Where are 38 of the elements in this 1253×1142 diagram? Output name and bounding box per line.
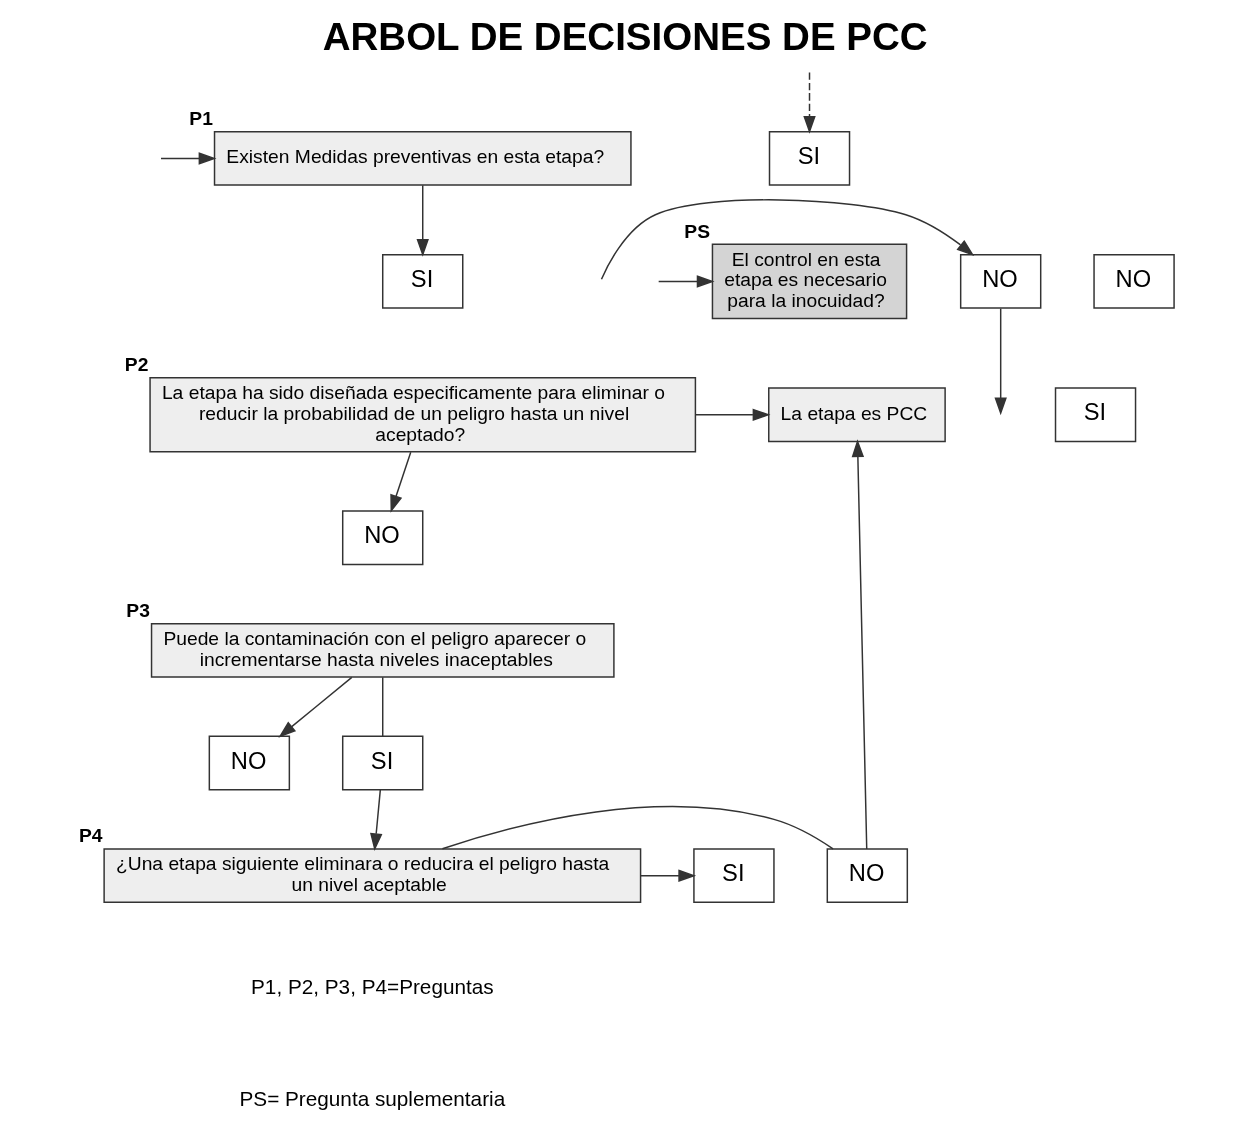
- node-box: SI: [693, 848, 775, 904]
- arrow: [416, 184, 429, 257]
- arrow: [695, 408, 771, 421]
- node-box: NO: [959, 254, 1042, 309]
- node-label: P2: [124, 353, 149, 375]
- diagram-title: ARBOL DE DECISIONES DE PCC: [322, 14, 928, 58]
- connector: [441, 806, 834, 850]
- arrow: [600, 199, 975, 280]
- node-box: SI: [1054, 387, 1137, 443]
- arrow: [278, 676, 353, 738]
- node-box: La etapa es PCC: [768, 387, 946, 443]
- connector: [382, 676, 384, 737]
- node-box: NO: [341, 510, 424, 566]
- node-box: El control en esta etapa es necesario para la inocuidad?: [711, 243, 908, 320]
- label: PS= Pregunta suplementaria: [239, 1087, 506, 1111]
- node-box: ¿Una etapa siguiente eliminara o reducira el peligro hasta un nivel aceptable: [103, 848, 642, 904]
- arrow: [657, 275, 715, 288]
- node-box: SI: [341, 735, 424, 791]
- node-label: PS: [684, 220, 710, 242]
- arrow: [851, 439, 868, 850]
- arrow: [803, 71, 816, 134]
- node-box: SI: [768, 131, 851, 186]
- node-box: La etapa ha sido diseñada especificamente para eliminar o reducir la probabilidad de un peligro hasta un nivel aceptado?: [149, 377, 697, 453]
- node-box: NO: [208, 735, 291, 791]
- arrow: [994, 307, 1007, 416]
- arrow: [390, 451, 412, 513]
- node-box: Existen Medidas preventivas en esta etapa?: [213, 131, 632, 186]
- node-box: NO: [826, 848, 909, 904]
- node-box: SI: [382, 254, 464, 309]
- node-label: P1: [189, 107, 213, 129]
- node-box: NO: [1093, 254, 1175, 309]
- arrow: [160, 152, 217, 165]
- label: P1, P2, P3, P4=Preguntas: [251, 974, 494, 998]
- arrow: [370, 789, 383, 852]
- node-label: P3: [126, 599, 150, 621]
- node-label: P4: [78, 825, 103, 847]
- node-box: Puede la contaminación con el peligro aparecer o incrementarse hasta niveles inaceptables: [150, 623, 615, 678]
- arrow: [639, 869, 697, 882]
